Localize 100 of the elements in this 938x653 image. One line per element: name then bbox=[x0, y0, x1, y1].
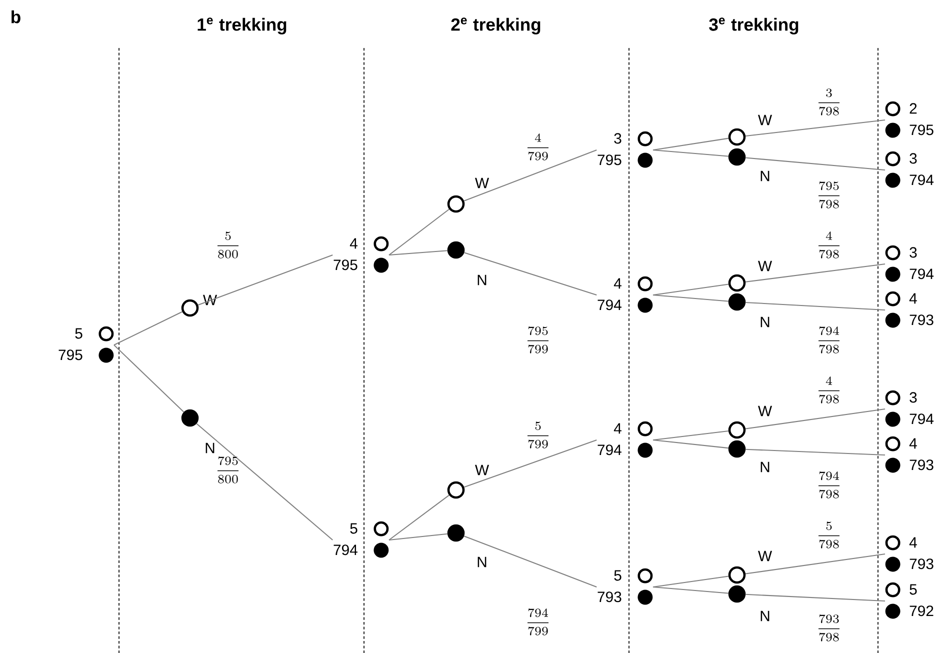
node-label: 3 bbox=[910, 392, 917, 403]
edge-label: $\frac{3}{798}$ bbox=[818, 88, 840, 116]
branch-label: N bbox=[478, 274, 486, 286]
node-label: 793 bbox=[598, 592, 622, 602]
branch-label: W bbox=[758, 406, 772, 416]
branch-label: N bbox=[760, 316, 770, 328]
branch-label: W bbox=[758, 260, 772, 272]
edge-label: $\frac{795}{799}$ bbox=[528, 326, 548, 354]
urn-state: 4 793 bbox=[885, 535, 934, 572]
urn-state: 3 794 bbox=[885, 390, 934, 427]
edge-label: $\frac{5}{799}$ bbox=[528, 422, 548, 448]
branch-label: N bbox=[760, 462, 770, 472]
node-label: 795 bbox=[334, 260, 358, 270]
urn-state: 3 795 bbox=[598, 131, 653, 168]
node-label: 795 bbox=[598, 154, 622, 166]
branch-line bbox=[388, 208, 450, 256]
branch-line bbox=[746, 157, 886, 171]
node-label: 794 bbox=[598, 300, 622, 310]
urn-state: 4 795 bbox=[334, 236, 389, 273]
branch-label: N bbox=[760, 170, 770, 182]
edge-label: $\frac{5}{800}$ bbox=[218, 232, 238, 258]
node-label: 794 bbox=[598, 444, 622, 456]
node-label: 5 bbox=[350, 523, 358, 534]
branch-line bbox=[198, 254, 333, 306]
branch-line bbox=[388, 533, 448, 541]
urn-state: 2 795 bbox=[885, 101, 934, 138]
branch-label: N bbox=[206, 442, 214, 454]
edge-label: $\frac{794}{798}$ bbox=[818, 326, 840, 354]
branch-line bbox=[652, 439, 728, 449]
node-label: 5 bbox=[614, 570, 622, 581]
branch-line bbox=[746, 263, 886, 282]
edge-label: $\frac{4}{799}$ bbox=[528, 134, 548, 160]
branch-line bbox=[652, 576, 729, 588]
edge-label: $\frac{4}{798}$ bbox=[818, 376, 840, 404]
branch-label: W bbox=[475, 464, 489, 476]
branch-line bbox=[652, 586, 728, 594]
edge-label: $\frac{795}{800}$ bbox=[218, 456, 238, 484]
urn-state: 5 793 bbox=[598, 568, 653, 605]
branch-line bbox=[114, 311, 182, 346]
urn-state: 5 795 bbox=[58, 326, 114, 363]
branch-line bbox=[745, 408, 886, 430]
branch-line bbox=[464, 252, 597, 296]
branch-line bbox=[388, 250, 448, 256]
node-label: 4 bbox=[909, 537, 917, 548]
node-label: 3 bbox=[614, 133, 622, 144]
urn-state: 4 794 bbox=[598, 421, 653, 458]
branch-line bbox=[652, 430, 728, 441]
urn-state: 3 794 bbox=[885, 245, 934, 282]
node-label: 794 bbox=[910, 414, 934, 424]
column-heading: 2$^{e}$ trekking bbox=[451, 18, 540, 34]
edge-label: $\frac{795}{798}$ bbox=[818, 182, 840, 208]
edge-label: $\frac{794}{798}$ bbox=[818, 472, 840, 498]
urn-state: 4 793 bbox=[885, 291, 934, 328]
node-label: 5 bbox=[75, 328, 82, 339]
urn-state: 5 794 bbox=[334, 521, 389, 558]
branch-line bbox=[388, 494, 450, 540]
branch-line bbox=[464, 440, 597, 488]
branch-line bbox=[746, 119, 886, 137]
node-label: 4 bbox=[614, 278, 622, 289]
node-label: 4 bbox=[909, 438, 917, 449]
panel-letter: b bbox=[12, 10, 20, 24]
node-label: 793 bbox=[910, 314, 934, 326]
urn-state: 5 792 bbox=[885, 582, 934, 619]
branch-line bbox=[464, 536, 597, 588]
branch-line bbox=[652, 294, 728, 302]
urn-state: 4 793 bbox=[885, 436, 934, 473]
branch-line bbox=[652, 149, 728, 157]
node-label: 795 bbox=[910, 124, 934, 136]
edge-label: $\frac{793}{798}$ bbox=[818, 614, 840, 642]
column-heading: 1$^{e}$ trekking bbox=[198, 18, 286, 34]
node-label: 4 bbox=[909, 293, 917, 304]
branch-line bbox=[745, 553, 886, 574]
node-label: 794 bbox=[910, 174, 934, 186]
branch-line bbox=[746, 594, 886, 602]
branch-label: N bbox=[478, 556, 486, 568]
column-heading: 3$^{e}$ trekking bbox=[709, 18, 798, 34]
node-label: 2 bbox=[910, 103, 917, 114]
urn-state: 4 794 bbox=[598, 276, 653, 313]
node-label: 795 bbox=[58, 350, 82, 360]
node-label: 3 bbox=[910, 153, 917, 164]
branch-label: W bbox=[758, 114, 772, 126]
branch-line bbox=[114, 344, 184, 412]
edge-label: $\frac{4}{798}$ bbox=[818, 232, 840, 258]
branch-line bbox=[746, 448, 886, 456]
branch-line bbox=[652, 138, 729, 151]
branch-line bbox=[746, 302, 886, 311]
node-label: 793 bbox=[910, 460, 934, 470]
branch-line bbox=[652, 284, 729, 296]
edge-label: $\frac{5}{798}$ bbox=[818, 522, 840, 548]
node-label: 4 bbox=[350, 238, 358, 249]
branch-label: W bbox=[475, 178, 489, 188]
node-label: 4 bbox=[614, 423, 622, 434]
branch-line bbox=[464, 150, 597, 202]
branch-label: W bbox=[758, 550, 772, 562]
branch-label: N bbox=[760, 610, 770, 622]
branch-line bbox=[196, 423, 333, 540]
urn-state: 3 794 bbox=[885, 151, 934, 188]
node-label: 792 bbox=[910, 606, 934, 616]
node-label: 793 bbox=[910, 558, 934, 570]
edge-label: $\frac{794}{799}$ bbox=[528, 608, 548, 636]
